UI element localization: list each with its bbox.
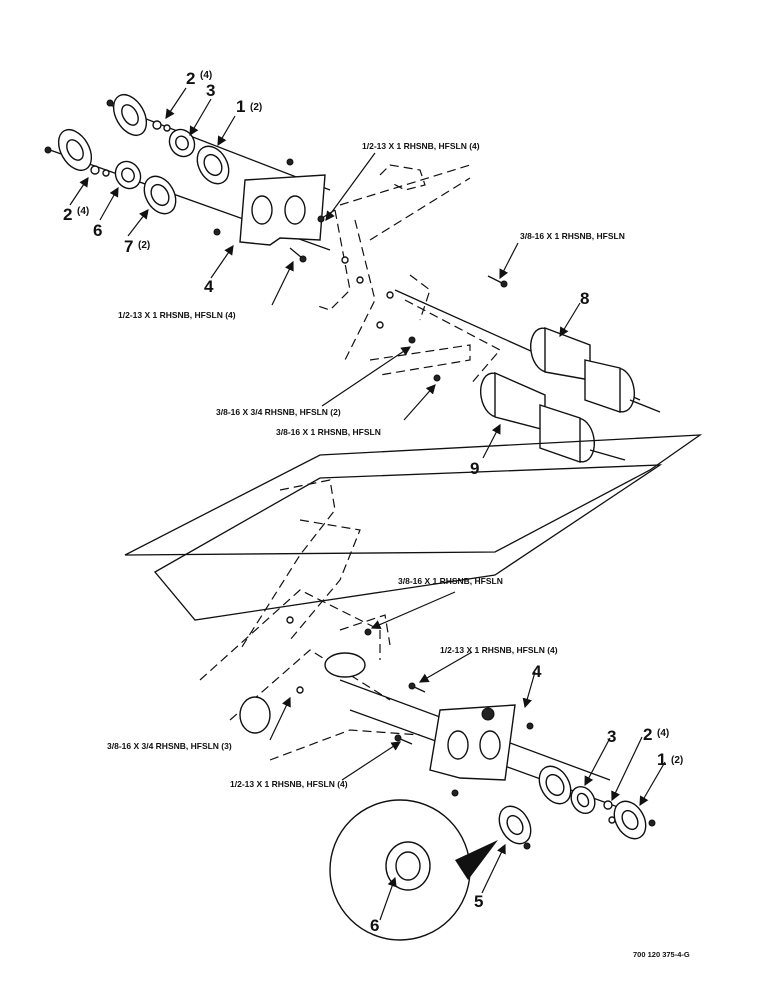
bolt-lower-upper	[408, 682, 426, 693]
callout-5: 5	[474, 892, 483, 911]
flange-left-outer	[44, 129, 93, 171]
roller-9	[479, 371, 626, 463]
lock-collar-lower	[90, 165, 110, 177]
label-bolt-top-left: 1/2-13 X 1 RHSNB, HFSLN (4)	[118, 310, 236, 320]
callout-1-top-qty: (2)	[250, 102, 262, 113]
callout-2-bottom: 2	[643, 725, 652, 744]
callout-4-bottom: 4	[532, 662, 542, 681]
top-assembly	[44, 94, 661, 463]
bearing-bottom	[570, 785, 596, 815]
label-bolt-3816-upper: 3/8-16 X 1 RHSNB, HFSLN	[520, 231, 625, 241]
callout-1-bottom-qty: (2)	[671, 755, 683, 766]
lock-collar-upper	[152, 120, 171, 132]
callout-1-bottom: 1	[657, 750, 666, 769]
flange-ring-bottom	[538, 765, 572, 805]
bolt-top-left	[289, 247, 307, 263]
lock-collar-bottom	[603, 800, 616, 824]
label-bolt-3816-mid: 3/8-16 X 1 RHSNB, HFSLN	[276, 427, 381, 437]
bearing-upper	[168, 128, 196, 158]
callout-3-bottom: 3	[607, 727, 616, 746]
frame-outline	[124, 434, 703, 761]
callout-7: 7	[124, 237, 133, 256]
callout-2-top-qty: (4)	[200, 70, 212, 81]
detail-magnifier	[329, 799, 498, 941]
bearing-flange-5	[498, 805, 532, 850]
hardware-label-texts: 1/2-13 X 1 RHSNB, HFSLN (4) 1/2-13 X 1 R…	[107, 141, 690, 959]
bolt-lower-lower	[394, 734, 413, 745]
bolt-3816-lower	[364, 628, 372, 636]
flange-bottom	[613, 800, 656, 840]
callout-6-top: 6	[93, 221, 102, 240]
callout-1-top: 1	[236, 97, 245, 116]
callout-2-left-qty: (4)	[77, 206, 89, 217]
label-bolt-3816-lower: 3/8-16 X 1 RHSNB, HFSLN	[398, 576, 503, 586]
flange-left-upper	[106, 94, 148, 136]
label-bolt-3816-34-three: 3/8-16 X 3/4 RHSNB, HFSLN (3)	[107, 741, 232, 751]
mounting-plate-bottom	[429, 704, 534, 797]
flange-ring-upper	[196, 145, 230, 185]
callout-6-bottom: 6	[370, 916, 379, 935]
label-bolt-top-right: 1/2-13 X 1 RHSNB, HFSLN (4)	[362, 141, 480, 151]
callout-8: 8	[580, 289, 589, 308]
callout-3-top: 3	[206, 81, 215, 100]
mounting-plate-top	[213, 158, 326, 246]
callout-2-top: 2	[186, 69, 195, 88]
flange-ring-lower	[143, 175, 177, 215]
figure-id: 700 120 375-4-G	[633, 950, 690, 959]
bearing-lower	[114, 160, 142, 190]
label-bolt-12-lower-upper: 1/2-13 X 1 RHSNB, HFSLN (4)	[440, 645, 558, 655]
callout-2-bottom-qty: (4)	[657, 728, 669, 739]
label-bolt-12-lower-lower: 1/2-13 X 1 RHSNB, HFSLN (4)	[230, 779, 348, 789]
bottom-assembly	[329, 628, 656, 941]
callout-4-top: 4	[204, 277, 214, 296]
leader-lines	[69, 87, 666, 921]
callout-9: 9	[470, 459, 479, 478]
bolt-3816-upper	[487, 275, 508, 288]
roller-8	[529, 326, 661, 413]
callout-texts: 2 (4) 3 1 (2) 2 (4) 6 7 (2) 4 8 9 4 3 2 …	[63, 69, 683, 935]
label-bolt-3816-34: 3/8-16 X 3/4 RHSNB, HFSLN (2)	[216, 407, 341, 417]
callout-7-qty: (2)	[138, 240, 150, 251]
callout-2-left: 2	[63, 205, 72, 224]
